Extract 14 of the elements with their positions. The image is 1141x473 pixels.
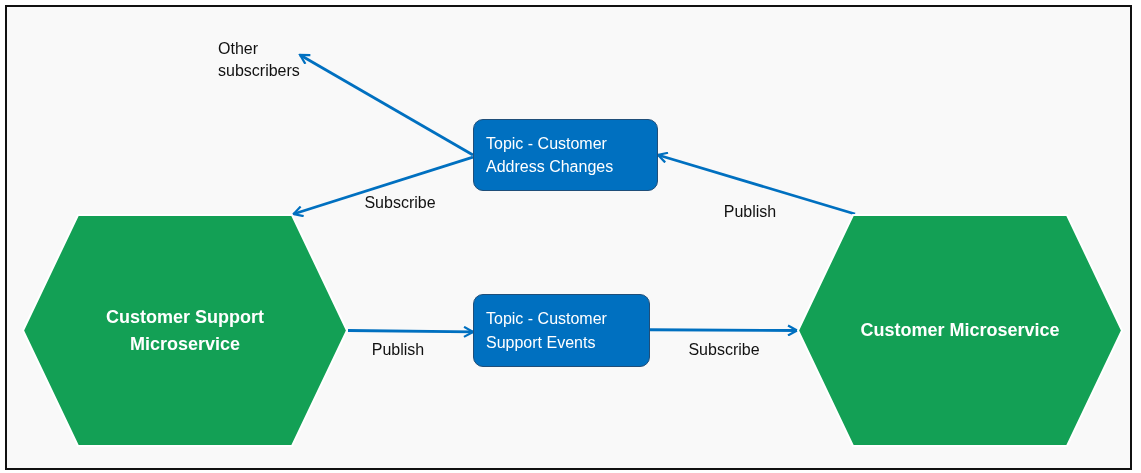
topic-box — [473, 119, 658, 191]
topic-name: Topic - Customer Address Changes — [486, 133, 615, 177]
arrow — [348, 325, 475, 338]
arrow — [299, 53, 474, 157]
topic-box — [473, 294, 650, 367]
arrow — [650, 324, 799, 337]
arrow — [656, 151, 856, 216]
microservice-hexagon — [797, 214, 1123, 447]
subscriber-label: Other subscribers — [218, 39, 301, 82]
service-name: Customer Microservice — [860, 319, 1060, 342]
service-name: Customer Support Microservice — [105, 305, 265, 356]
microservice-hexagon — [22, 214, 348, 447]
arrow — [292, 155, 474, 218]
topic-name: Topic - Customer Support Events — [486, 309, 608, 353]
